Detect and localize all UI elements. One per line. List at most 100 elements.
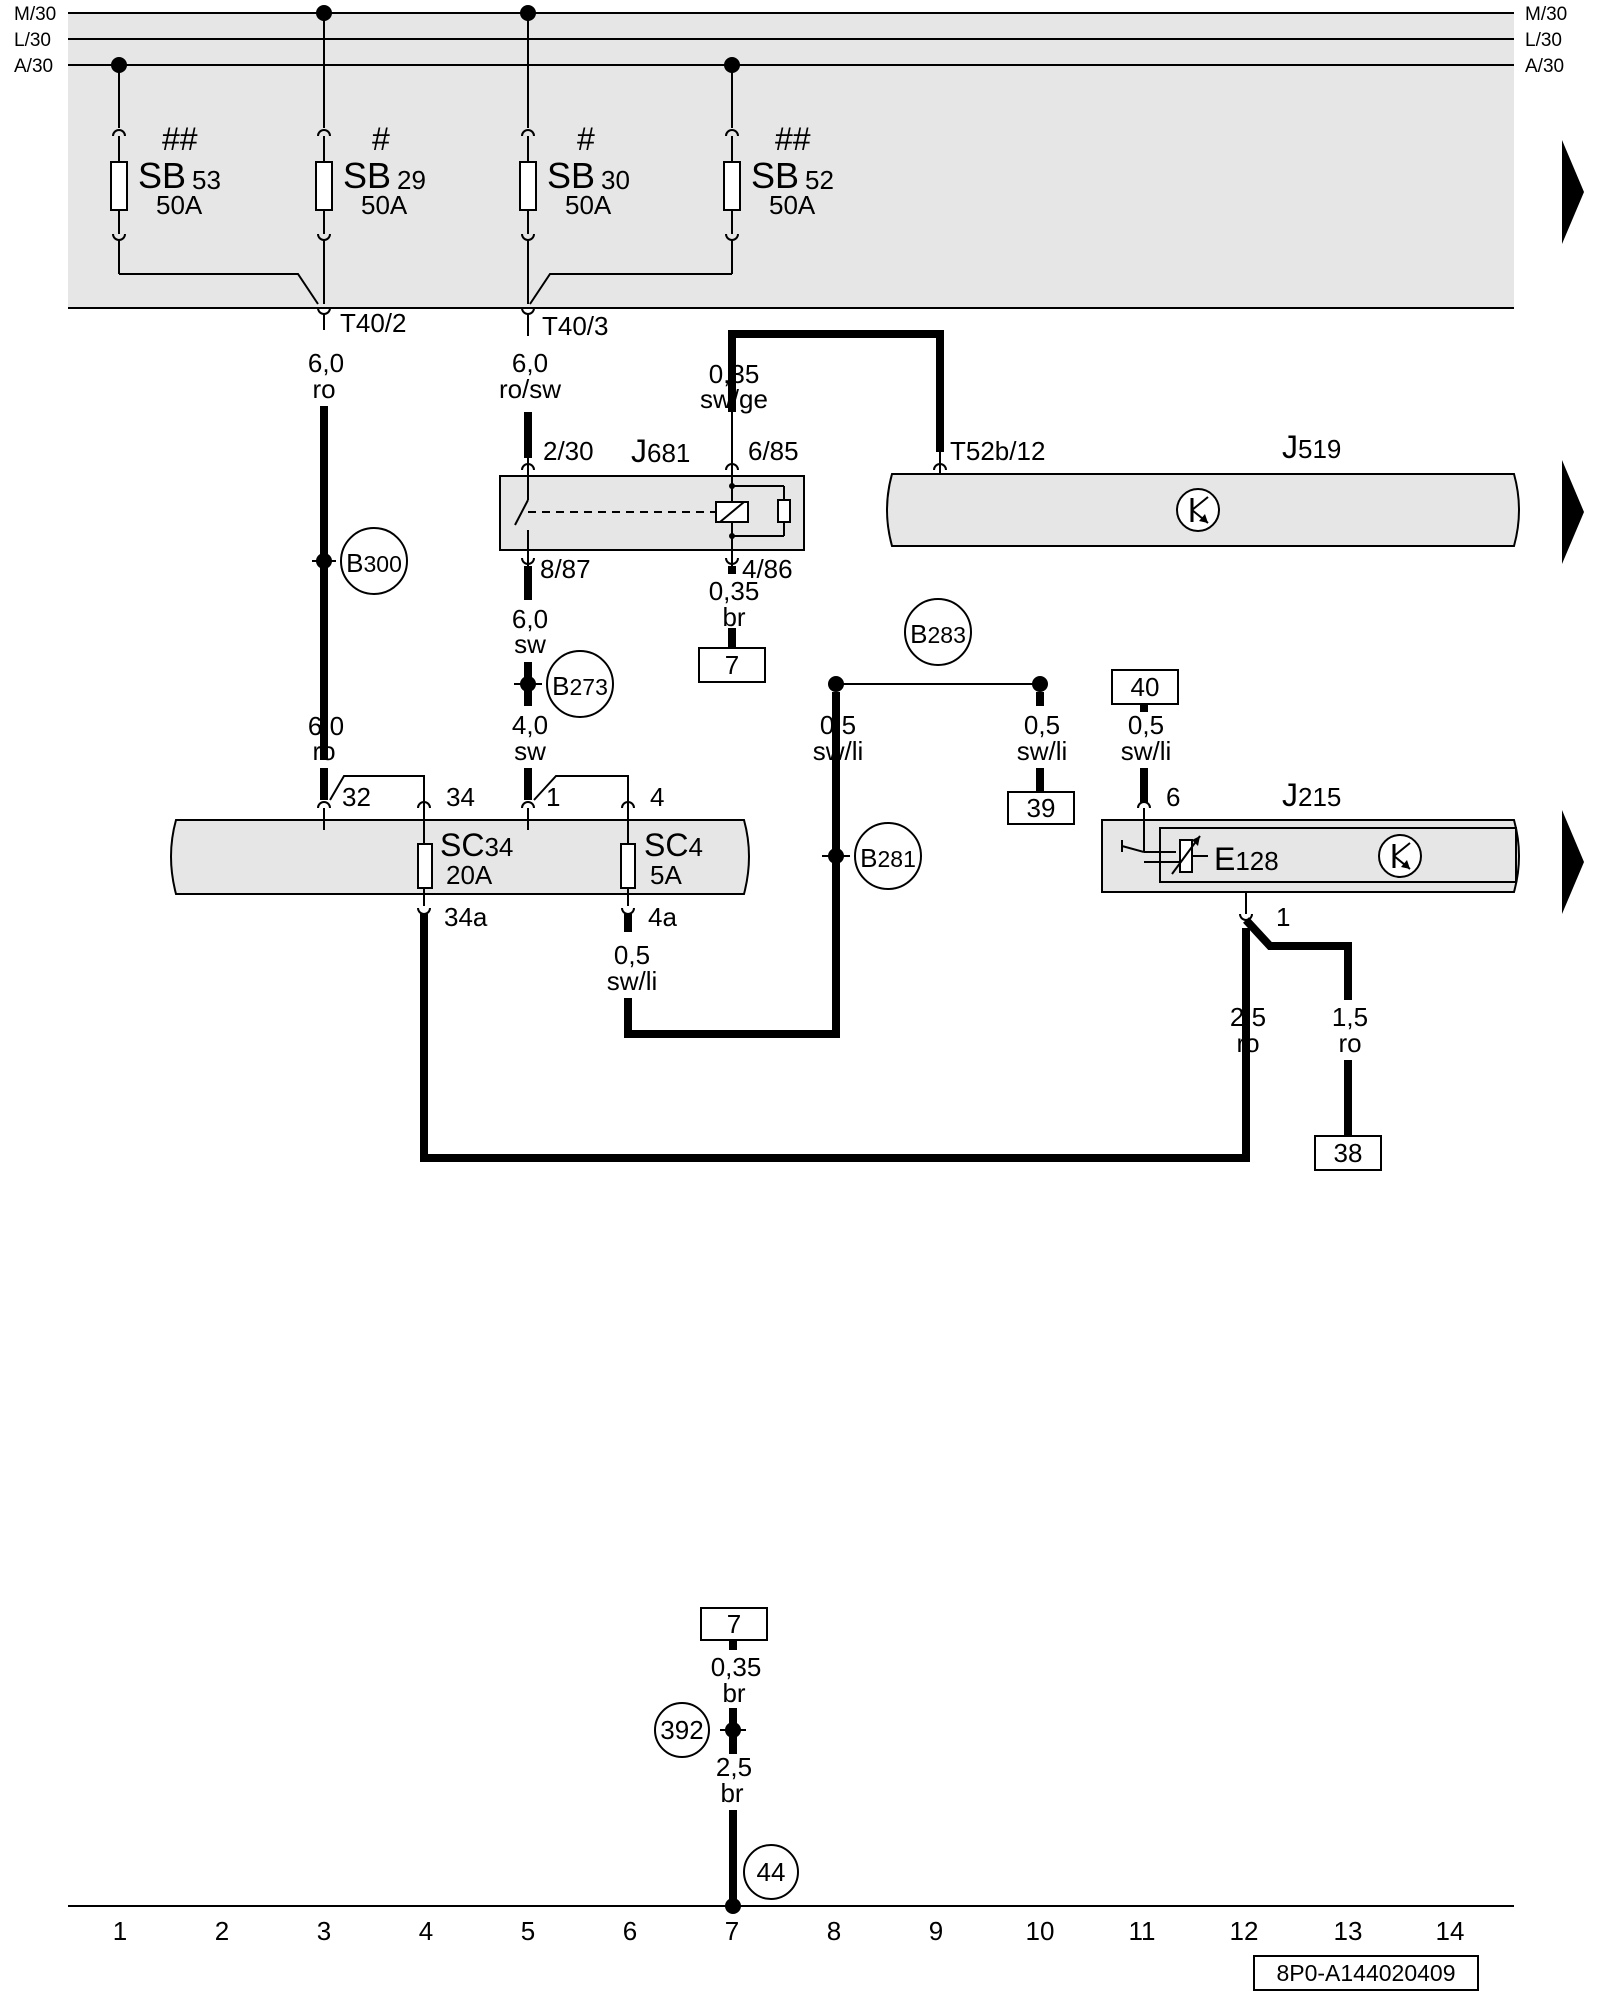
- ground-point-44-label: 44: [757, 1857, 786, 1887]
- splice-number: 300: [363, 551, 401, 577]
- wire-label-color: ro: [1338, 1028, 1361, 1058]
- j215-pin-1: 1: [1276, 902, 1290, 932]
- fuse-sc4-rating: 5A: [650, 860, 682, 890]
- splice-name: B: [552, 671, 569, 701]
- splice-name: B: [910, 619, 927, 649]
- ref-box-7-top-label: 7: [725, 650, 739, 680]
- fuse-carrier-panel: [68, 12, 1514, 308]
- rail-label-right-m30: M/30: [1525, 4, 1567, 25]
- wire-label-color: ro: [312, 374, 335, 404]
- fuse-sc4-symbol: [620, 843, 636, 889]
- fuse-c-pin-1: 1: [546, 782, 560, 812]
- fuse-sb30-mark: #: [577, 121, 595, 157]
- splice-name: B: [346, 548, 363, 578]
- fuse-sb29-name: SB: [343, 155, 391, 196]
- wire-label-color: sw/li: [607, 966, 658, 996]
- fuse-sb53-symbol: [110, 161, 128, 211]
- continuation-arrow-2: [1562, 460, 1584, 564]
- relay-pin-4-86: 4/86: [742, 554, 793, 584]
- splice-number: 273: [569, 674, 607, 700]
- wire-label-size: 6,0: [512, 348, 548, 378]
- ref-box-40-label: 40: [1131, 672, 1160, 702]
- unit-number: 519: [1298, 434, 1341, 464]
- splice-b273: [546, 650, 614, 718]
- fuse-sc34-label: SC34: [440, 827, 513, 863]
- grid-number: 14: [1436, 1916, 1465, 1946]
- unit-number: 215: [1298, 782, 1341, 812]
- relay-pin-8-87: 8/87: [540, 554, 591, 584]
- wire-label-color: ro: [1236, 1028, 1259, 1058]
- splice-number: 281: [877, 846, 915, 872]
- fuse-sb52-mark: ##: [775, 121, 811, 157]
- wire-sc34-to-j215: [420, 914, 1250, 1162]
- fuse-sb52-number: 52: [805, 165, 834, 195]
- fuse-sb29-mark: #: [372, 121, 390, 157]
- relay-number: 681: [647, 438, 690, 468]
- wire-label-color: ro/sw: [499, 374, 561, 404]
- unit-name: J: [1282, 777, 1298, 813]
- splice-b281-label: B281: [860, 843, 916, 873]
- sensor-name: E: [1214, 841, 1235, 877]
- supply-rails: M/30 L/30 A/30 M/30 L/30 A/30: [14, 4, 1567, 77]
- ref-box-38: [1314, 1135, 1382, 1171]
- fuse-sb29-symbol: [315, 161, 333, 211]
- wire-label-color: sw: [514, 629, 546, 659]
- fuse-sb29-number: 29: [397, 165, 426, 195]
- ref-box-39: [1007, 791, 1075, 825]
- wire-label-color: sw/li: [1121, 736, 1172, 766]
- rail-label-left-l30: L/30: [14, 30, 51, 51]
- wire-label-size: 0,5: [1128, 710, 1164, 740]
- grid-number: 1: [113, 1916, 127, 1946]
- wire-label-color: br: [722, 602, 745, 632]
- relay-j681-label: J681: [631, 433, 690, 469]
- ground-point-392-label: 392: [660, 1715, 703, 1745]
- fuse-sb30-symbol: [519, 161, 537, 211]
- continuation-arrow-3: [1562, 810, 1584, 914]
- control-unit-j215: [1101, 819, 1520, 893]
- control-unit-j215-label: J215: [1282, 777, 1341, 813]
- splice-b273-label: B273: [552, 671, 608, 701]
- wire-label-color: br: [722, 1678, 745, 1708]
- fuse-sb53-mark: ##: [162, 121, 198, 157]
- wire-j681-to-j519: [728, 330, 944, 452]
- fuse-name: SC: [644, 827, 688, 863]
- wire-label-size: 0,35: [711, 1652, 762, 1682]
- fuse-sb53-rating: 50A: [156, 190, 203, 220]
- rail-label-left-m30: M/30: [14, 4, 56, 25]
- ref-box-38-label: 38: [1334, 1138, 1363, 1168]
- grid-number: 13: [1334, 1916, 1363, 1946]
- sensor-e128-label: E128: [1214, 841, 1279, 877]
- document-code-box: [1253, 1955, 1479, 1991]
- control-unit-j519-label: J519: [1282, 429, 1341, 465]
- grid-number: 9: [929, 1916, 943, 1946]
- wire-label-size: 6,0: [308, 348, 344, 378]
- splice-b300: [340, 527, 408, 595]
- fuse-sb53-number: 53: [192, 165, 221, 195]
- grid-number: 10: [1026, 1916, 1055, 1946]
- fuse-c-pin-4: 4: [650, 782, 664, 812]
- fuse-carrier-c: [170, 819, 750, 895]
- wire-label-color: sw/li: [813, 736, 864, 766]
- fuse-sc34-rating: 20A: [446, 860, 493, 890]
- wire-label-color: sw/ge: [700, 384, 768, 414]
- fuse-c-pin-32: 32: [342, 782, 371, 812]
- grid-number: 12: [1230, 1916, 1259, 1946]
- ref-box-39-label: 39: [1027, 793, 1056, 823]
- fuse-sb30-number: 30: [601, 165, 630, 195]
- transistor-icon: [1176, 488, 1220, 532]
- splice-number: 283: [927, 622, 965, 648]
- relay-pin-2-30: 2/30: [543, 436, 594, 466]
- fuse-name: SC: [440, 827, 484, 863]
- grid-number: 2: [215, 1916, 229, 1946]
- rail-label-right-l30: L/30: [1525, 30, 1562, 51]
- splice-b300-label: B300: [346, 548, 402, 578]
- ref-box-7-bottom: [700, 1607, 768, 1641]
- grid-number: 5: [521, 1916, 535, 1946]
- fuse-c-pin-34a: 34a: [444, 902, 488, 932]
- wire-label-size: 1,5: [1332, 1002, 1368, 1032]
- connector-t52b-label: T52b/12: [950, 436, 1045, 466]
- wire-label-color: ro: [312, 736, 335, 766]
- fuse-sb52-symbol: [723, 161, 741, 211]
- fuse-labels: ## SB 53 50A # SB 29 50A # SB 30 50A ## …: [138, 121, 834, 220]
- fuse-sb30-name: SB: [547, 155, 595, 196]
